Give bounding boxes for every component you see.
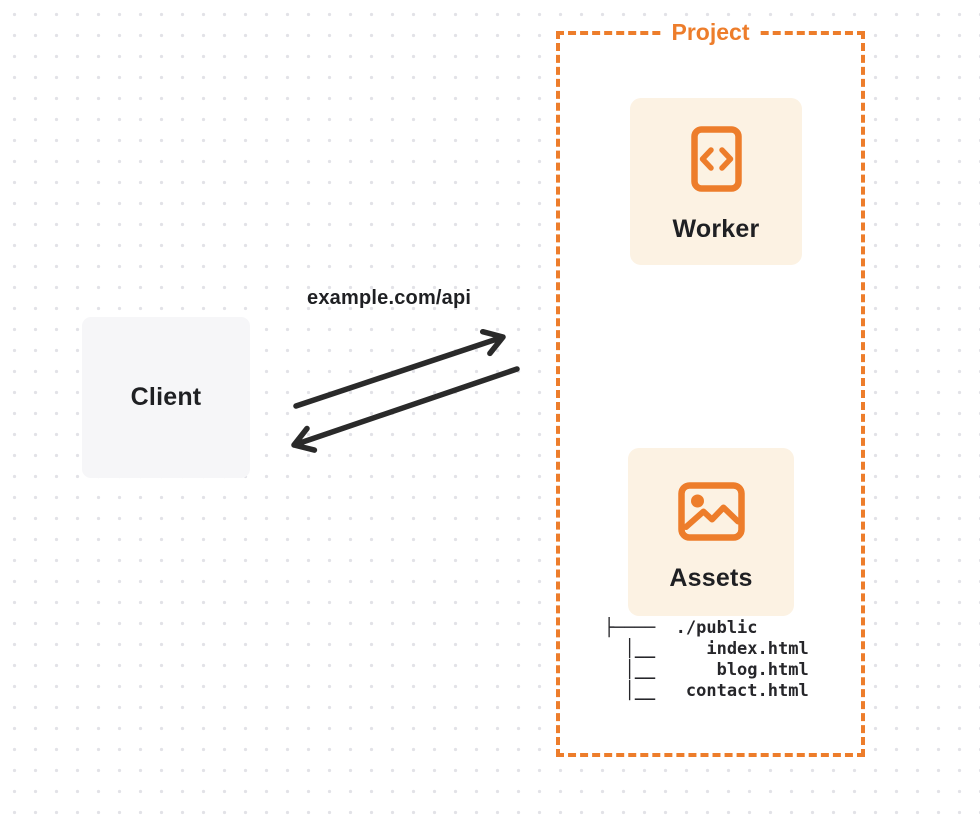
file-tree-line: ├──── ./public [604,618,758,638]
code-file-icon [690,126,742,192]
response-arrow [291,366,520,453]
request-url-label: example.com/api [307,287,472,309]
worker-label: Worker [672,215,760,243]
image-icon [677,482,745,541]
project-title: Project [661,17,760,47]
assets-label: Assets [669,564,753,592]
request-arrow [293,328,506,409]
file-tree-line: │__ contact.html [604,681,809,701]
file-tree-line: │__ blog.html [604,660,809,680]
file-tree-line: │__ index.html [604,639,809,659]
worker-node: Worker [630,98,802,265]
file-tree: ├──── ./public │__ index.html │__ blog.h… [604,618,809,702]
client-node: Client [82,317,250,478]
assets-node: Assets [628,448,794,616]
client-label: Client [130,383,202,411]
project-container: Project Worker Assets [556,17,865,757]
